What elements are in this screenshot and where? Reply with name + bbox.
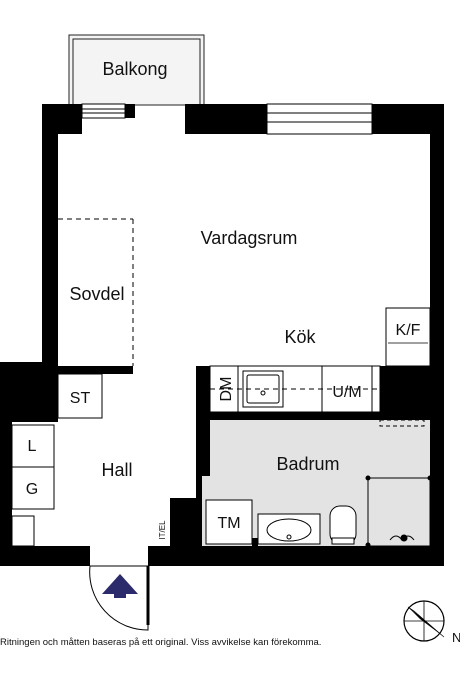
wardrobe-st-label: ST <box>70 390 91 407</box>
balcony-label: Balkong <box>102 59 167 79</box>
bathroom-fixtures <box>205 475 433 548</box>
fridge-freezer <box>385 307 431 367</box>
compass-icon <box>403 600 445 642</box>
wardrobe-l-label: L <box>28 438 37 455</box>
entrance-arrow-icon <box>102 574 138 598</box>
balcony <box>68 34 205 106</box>
kitchen-label: Kök <box>284 327 316 347</box>
hall-label: Hall <box>101 460 132 480</box>
sleeping-area-label: Sovdel <box>69 284 124 304</box>
living-room-label: Vardagsrum <box>201 228 298 248</box>
bathroom-label: Badrum <box>276 454 339 474</box>
kitchen-counter <box>209 365 381 413</box>
windows <box>81 103 373 135</box>
fridge-freezer-label: K/F <box>396 322 421 339</box>
walls <box>0 104 444 566</box>
hall-cabinets <box>11 373 103 547</box>
electric-panel-label: IT/EL <box>158 520 167 540</box>
dryer-label: TM <box>217 515 240 532</box>
dishwasher-label: DM <box>218 377 235 402</box>
wardrobe-g-label: G <box>26 481 38 498</box>
disclaimer-text: Ritningen och måtten baseras på ett orig… <box>0 637 322 648</box>
range-hood-outline <box>379 419 425 427</box>
microwave-label: U/M <box>332 384 361 401</box>
sleeping-area-outline <box>58 218 134 366</box>
entrance-door <box>89 565 150 631</box>
north-label: N <box>452 630 460 645</box>
